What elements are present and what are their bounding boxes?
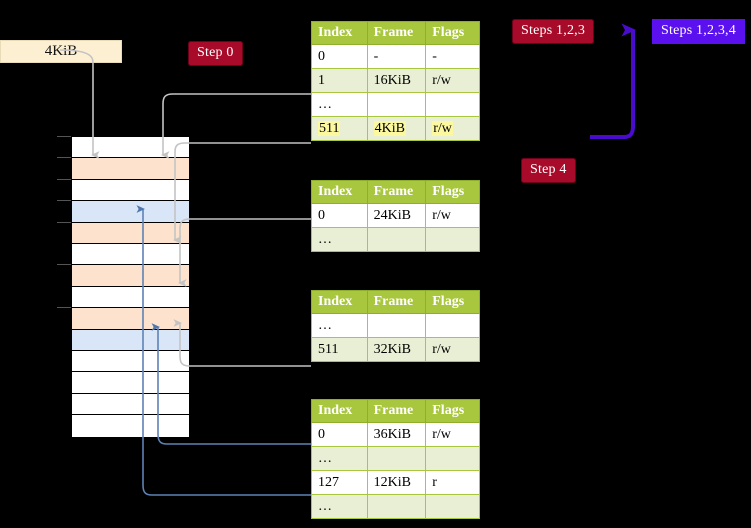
cell-flags: r/w <box>425 68 480 93</box>
table-row: … <box>311 446 480 471</box>
cell-frame: 16KiB <box>366 68 427 93</box>
cell-index: … <box>311 313 368 338</box>
cell-flags: r <box>425 470 480 495</box>
wire-memory-to-table3 <box>173 319 311 367</box>
memory-row-3 <box>72 201 189 223</box>
memory-tick <box>57 157 71 158</box>
cell-index: 0 <box>311 422 368 447</box>
column-header-frame: Frame <box>366 399 427 423</box>
memory-row-7 <box>72 286 189 309</box>
cell-index: 0 <box>311 203 368 228</box>
table-row: … <box>311 227 480 252</box>
memory-row-9 <box>72 329 189 351</box>
page-4kib-box: 4KiB <box>0 40 122 63</box>
memory-row-8 <box>72 308 189 330</box>
cell-flags <box>425 313 480 338</box>
memory-tick <box>57 179 71 180</box>
column-header-frame: Frame <box>366 290 427 314</box>
memory-row-5 <box>72 244 189 266</box>
cell-flags: r/w <box>425 203 480 228</box>
badge-step-4: Step 4 <box>521 158 576 183</box>
cell-frame <box>366 227 427 252</box>
memory-tick <box>57 200 71 201</box>
cell-flags <box>425 227 480 252</box>
cell-index: 1 <box>311 68 368 93</box>
column-header-flags: Flags <box>425 180 480 204</box>
memory-tick <box>57 222 71 223</box>
column-header-frame: Frame <box>366 180 427 204</box>
physical-memory-column <box>71 136 190 437</box>
column-header-flags: Flags <box>425 21 480 45</box>
memory-row-0 <box>72 137 189 159</box>
badge-steps-1234: Steps 1,2,3,4 <box>652 19 745 44</box>
cell-flags: r/w <box>425 337 480 362</box>
cell-index: 511 <box>311 116 368 141</box>
cell-frame <box>366 494 427 519</box>
cell-flags: - <box>425 44 480 69</box>
wire-t1r511-to-memory <box>173 142 311 244</box>
cell-frame: 32KiB <box>366 337 427 362</box>
memory-row-4 <box>72 222 189 244</box>
badge-steps-123: Steps 1,2,3 <box>512 19 595 44</box>
wire-steps-feedback-arrow <box>590 23 636 139</box>
column-header-index: Index <box>311 180 368 204</box>
cell-frame: - <box>366 44 427 69</box>
column-header-index: Index <box>311 290 368 314</box>
column-header-frame: Frame <box>366 21 427 45</box>
wire-memory-to-table2 <box>178 218 311 287</box>
badge-step-0: Step 0 <box>188 41 243 66</box>
table-row: … <box>311 313 480 338</box>
cell-flags <box>425 446 480 471</box>
cell-index: 511 <box>311 337 368 362</box>
cell-flags <box>425 494 480 519</box>
cell-frame <box>366 313 427 338</box>
cell-frame: 36KiB <box>366 422 427 447</box>
memory-row-1 <box>72 158 189 180</box>
column-header-flags: Flags <box>425 399 480 423</box>
memory-row-10 <box>72 351 189 373</box>
column-header-flags: Flags <box>425 290 480 314</box>
cell-index: 0 <box>311 44 368 69</box>
cell-flags: r/w <box>425 422 480 447</box>
column-header-index: Index <box>311 21 368 45</box>
cell-flags: r/w <box>425 116 480 141</box>
cell-index: … <box>311 227 368 252</box>
memory-tick <box>57 136 71 137</box>
cell-frame: 24KiB <box>366 203 427 228</box>
cell-frame <box>366 92 427 117</box>
cell-index: 127 <box>311 470 368 495</box>
memory-row-13 <box>72 415 189 437</box>
memory-tick <box>57 264 71 265</box>
table-row: … <box>311 494 480 519</box>
page-4kib-label: 4KiB <box>44 43 78 59</box>
cell-frame: 12KiB <box>366 470 427 495</box>
column-header-index: Index <box>311 399 368 423</box>
cell-index: … <box>311 494 368 519</box>
memory-row-11 <box>72 372 189 394</box>
memory-row-12 <box>72 393 189 416</box>
table-row: … <box>311 92 480 117</box>
memory-row-6 <box>72 265 189 287</box>
cell-index: … <box>311 446 368 471</box>
cell-frame: 4KiB <box>366 116 427 141</box>
cell-frame <box>366 446 427 471</box>
cell-index: … <box>311 92 368 117</box>
cell-flags <box>425 92 480 117</box>
table-row: 0-- <box>311 44 480 69</box>
memory-row-2 <box>72 179 189 202</box>
memory-tick <box>57 307 71 308</box>
